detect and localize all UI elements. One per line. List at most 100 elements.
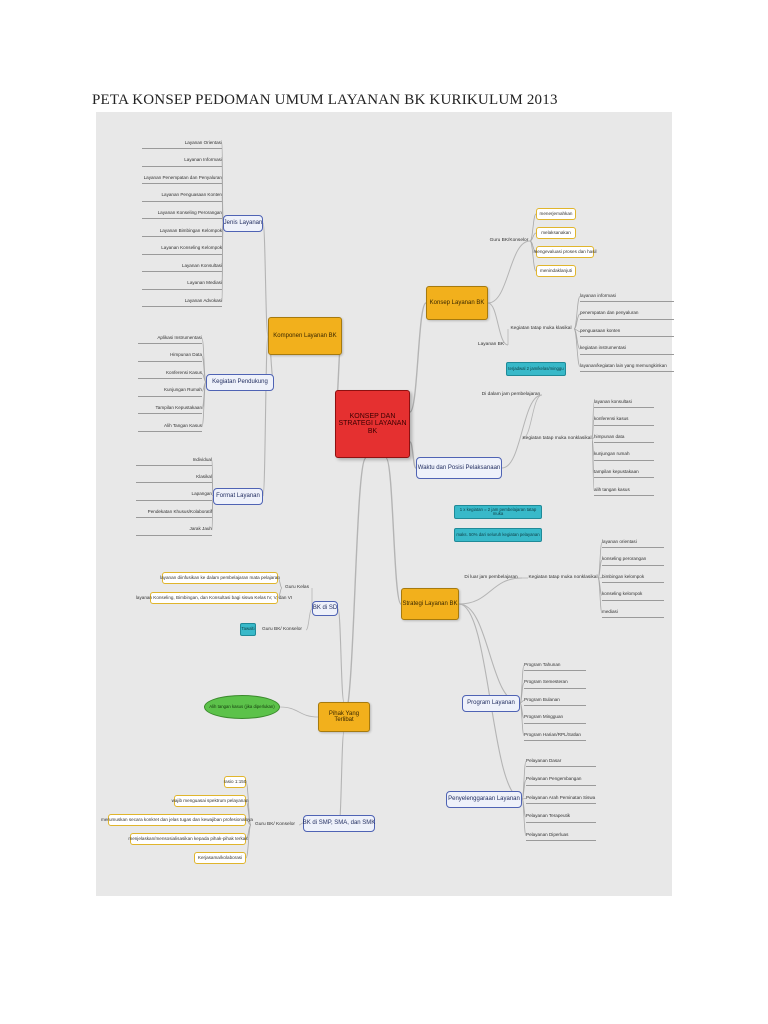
- connector-line: [521, 798, 527, 836]
- main-node-strategi: Strategi Layanan BK: [401, 588, 459, 620]
- connector-line: [211, 495, 214, 531]
- klasikal-item: penguasaan konten: [580, 326, 674, 337]
- connector-line: [279, 706, 319, 718]
- program-layanan-item: Program Semesteran: [524, 678, 586, 689]
- node-kegiatan-pendukung: Kegiatan Pendukung: [206, 374, 274, 391]
- nonklasikal2-item: konseling kelompok: [602, 590, 664, 601]
- main-node-pihak: Pihak Yang Terlibat: [318, 702, 370, 732]
- connector-line: [573, 313, 581, 330]
- connector-line: [201, 381, 207, 427]
- connector-line: [221, 222, 224, 303]
- guru-kelas-item: layanan Konseling, Bimbingan, dan Konsul…: [136, 592, 292, 604]
- jenis-layanan-item: Layanan Advokasi: [142, 296, 222, 308]
- connector-line: [338, 731, 345, 824]
- connector-line: [262, 335, 269, 497]
- page-title: PETA KONSEP PEDOMAN UMUM LAYANAN BK KURI…: [92, 92, 558, 108]
- klasikal-item: layanan/kegiatan lain yang memungkinkan: [580, 361, 674, 372]
- connector-line: [385, 457, 402, 605]
- penyelenggaraan-item: Pelayanan Arah Peminatan Siswa: [526, 793, 596, 804]
- format-layanan-item: Pendekatan Khusus/Kolaboratif: [136, 507, 212, 519]
- connector-line: [487, 240, 531, 304]
- node-guru-bk: Guru BK/Konselor: [489, 238, 529, 244]
- format-layanan-item: Jarak Jauh: [136, 525, 212, 536]
- klasikal-item: layanan informasi: [580, 291, 674, 302]
- nonklasikal-item: alih tangan kasus: [594, 485, 654, 496]
- klasikal-item: kegiatan instrumentasi: [580, 344, 674, 355]
- connector-line: [262, 222, 269, 337]
- node-tatap-muka-nonklasikal: Kegiatan tatap muka nonklasikal: [522, 436, 592, 442]
- kegiatan-pendukung-item: Tampilan Kepustakaan: [138, 403, 202, 415]
- smp-item: menjelaskan/mensosialisasikan kepada pih…: [128, 833, 248, 845]
- nonklasikal-item: kunjungan rumah: [594, 450, 654, 461]
- connector-line: [245, 800, 252, 826]
- main-node-konsep: Konsep Layanan BK: [426, 286, 488, 320]
- klasikal-item: penempatan dan penyaluran: [580, 309, 674, 320]
- penyelenggaraan-item: Pelayanan Pengembangan: [526, 775, 596, 786]
- connector-line: [487, 302, 509, 346]
- jenis-layanan-item: Layanan Konseling Perorangan: [142, 208, 222, 220]
- kegiatan-pendukung-item: Kunjungan Rumah: [138, 386, 202, 397]
- jenis-layanan-item: Layanan Konsultasi: [142, 261, 222, 273]
- guru-bk-item: melaksanakan: [536, 227, 576, 239]
- smp-item: Kerjasama/kolaborasi: [194, 852, 246, 864]
- nonklasikal2-item: konseling perorangan: [602, 555, 664, 566]
- node-guru-kelas: Guru Kelas: [285, 585, 309, 591]
- node-tatap-muka-klasikal: Kegiatan tatap muka klasikal: [510, 326, 572, 332]
- guru-bk-item: mengevaluasi proses dan hasil: [533, 246, 597, 258]
- program-layanan-item: Program Mingguan: [524, 713, 586, 724]
- nonklasikal-item: tampilan kepustakaan: [594, 467, 654, 479]
- jenis-layanan-item: Layanan Bimbingan Kelompok: [142, 226, 222, 237]
- node-jenis-layanan: Jenis Layanan: [223, 215, 263, 232]
- jenis-layanan-item: Layanan Mediasi: [142, 279, 222, 290]
- connector-line: [521, 394, 543, 440]
- connector-line: [409, 302, 427, 413]
- node-luar-jam: Di luar jam pembelajaran: [464, 575, 518, 581]
- penyelenggaraan-item: Pelayanan Diperluas: [526, 830, 596, 841]
- node-program-layanan: Program Layanan: [462, 695, 520, 712]
- note-jadwal: terjadwal 2 jam/kelas/minggu: [506, 362, 566, 376]
- format-layanan-item: Individual: [136, 455, 212, 466]
- jenis-layanan-item: Layanan Informasi: [142, 156, 222, 167]
- nonklasikal2-item: layanan orientasi: [602, 537, 664, 548]
- connector-line: [409, 441, 417, 469]
- connector-line: [519, 702, 525, 736]
- node-bk-sd: BK di SD: [312, 601, 338, 616]
- connector-line: [458, 577, 523, 605]
- connector-line: [458, 603, 521, 704]
- nonklasikal2-item: bimbingan kelompok: [602, 572, 664, 584]
- connector-line: [519, 682, 525, 704]
- node-guru-bk-smp: Guru BK/ Konselor: [255, 822, 295, 828]
- connector-line: [597, 559, 603, 579]
- node-penyelenggaraan-layanan: Penyelenggaraan Layanan: [446, 791, 522, 808]
- connector-line: [305, 608, 313, 631]
- note-luar-jam-1: 1 x kegiatan = 2 jam pembelajaran tatap …: [454, 505, 542, 519]
- connector-line: [591, 438, 595, 491]
- kegiatan-pendukung-item: Konferensi Kasus: [138, 368, 202, 380]
- main-node-waktu: Waktu dan Posisi Pelaksanaan: [416, 457, 502, 479]
- connector-line: [501, 394, 543, 469]
- bubble-alih-tangan: Alih tangan kasus (jika diperlukan): [204, 695, 280, 719]
- smp-item: wajib menguasai spektrum pelayanan: [172, 795, 248, 807]
- smp-item: merumuskan secara konkret dan jelas tuga…: [101, 814, 253, 826]
- node-guru-bk-sd: Guru BK/ Konselor: [262, 627, 302, 633]
- nonklasikal-item: layanan konsultasi: [594, 397, 654, 408]
- smp-item: rasio 1:150: [224, 776, 246, 788]
- note-sd: Tawalti: [240, 623, 256, 636]
- kegiatan-pendukung-item: Aplikasi Instrumentasi: [138, 333, 202, 344]
- node-layanan-bk: Layanan BK: [477, 342, 505, 348]
- connector-line: [529, 232, 537, 242]
- penyelenggaraan-item: Pelayanan Dasar: [526, 756, 596, 767]
- program-layanan-item: Program Harian/RPL/Satlan: [524, 730, 586, 741]
- root-node: KONSEP DAN STRATEGI LAYANAN BK: [335, 390, 410, 458]
- connector-line: [529, 213, 537, 242]
- jenis-layanan-item: Layanan Penempatan dan Penyaluran: [142, 173, 222, 185]
- jenis-layanan-item: Layanan Konseling Kelompok: [142, 244, 222, 255]
- connector-line: [277, 587, 283, 599]
- jenis-layanan-item: Layanan Orientasi: [142, 138, 222, 149]
- node-tatap-muka-nonklasikal-2: Kegiatan tatap muka nonklasikal: [528, 575, 598, 581]
- main-node-komponen: Komponen Layanan BK: [268, 317, 342, 355]
- nonklasikal-item: konferensi kasus: [594, 415, 654, 426]
- connector-line: [529, 240, 537, 272]
- connector-line: [597, 577, 603, 614]
- connector-line: [521, 779, 527, 800]
